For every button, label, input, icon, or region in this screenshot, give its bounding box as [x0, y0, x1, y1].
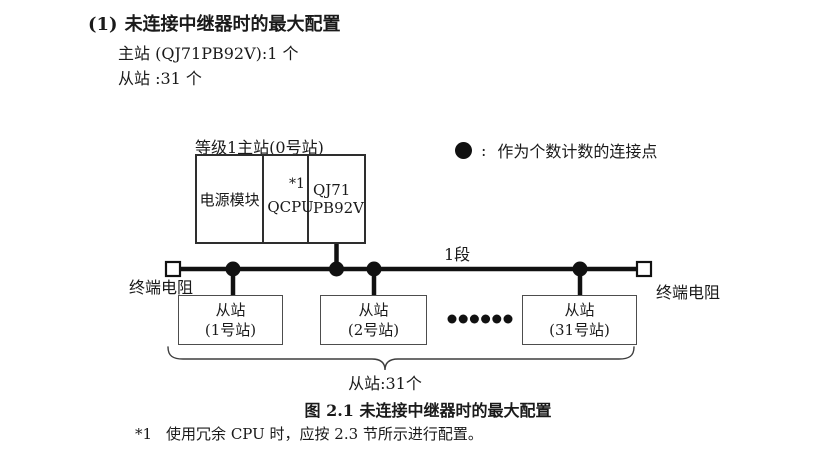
slave-total-label: 从站:31个: [348, 374, 422, 393]
power-module-cell: 电源模块: [197, 156, 265, 242]
heading-number: (1): [88, 14, 118, 35]
connection-point-icon: [455, 141, 472, 159]
network-module-line2: PB92V: [312, 199, 364, 217]
master-count-line: 主站 (QJ71PB92V):1 个: [118, 44, 299, 63]
slave31-line1: 从站: [564, 301, 595, 319]
connection-dot-slave1: [225, 261, 241, 277]
slave-station-box-1: 从站 (1号站): [178, 295, 283, 345]
cpu-module-label: QCPU: [267, 198, 314, 216]
cpu-module-cell: *1 QCPU: [264, 156, 314, 242]
master-station-box: 电源模块 *1 QCPU QJ71 PB92V: [195, 154, 366, 244]
slave-station-box-2: 从站 (2号站): [320, 295, 427, 345]
heading-title: 未连接中继器时的最大配置: [124, 14, 341, 35]
figure-caption: 图 2.1 未连接中继器时的最大配置: [304, 401, 552, 420]
ellipsis-dots-icon: [447, 314, 513, 324]
connection-dot-slave31: [572, 261, 588, 277]
slave1-line2: (1号站): [204, 321, 257, 339]
footnote-text: 使用冗余 CPU 时，应按 2.3 节所示进行配置。: [166, 425, 483, 443]
master-station-label: 等级1主站(0号站): [195, 138, 324, 157]
slave1-line1: 从站: [215, 301, 246, 319]
slave-station-box-31: 从站 (31号站): [522, 295, 637, 345]
legend: : 作为个数计数的连接点: [455, 138, 657, 162]
section-heading: (1) 未连接中继器时的最大配置: [88, 10, 341, 36]
terminator-right-label: 终端电阻: [656, 283, 721, 302]
legend-text: 作为个数计数的连接点: [497, 142, 658, 161]
terminator-left-square: [164, 260, 182, 278]
slave-count-line: 从站 :31 个: [118, 69, 202, 88]
slave2-line2: (2号站): [347, 321, 400, 339]
connection-dot-slave2: [366, 261, 382, 277]
connection-dot-master: [329, 261, 344, 277]
terminator-left-label: 终端电阻: [129, 278, 194, 297]
slave31-line2: (31号站): [549, 321, 610, 339]
network-module-cell: QJ71 PB92V: [309, 156, 364, 242]
legend-colon: :: [481, 140, 487, 160]
footnote-ref-marker: *1: [289, 176, 305, 192]
slave2-line1: 从站: [358, 301, 389, 319]
slave-group-brace: [167, 346, 635, 371]
segment-label: 1段: [444, 245, 471, 264]
terminator-right-square: [635, 260, 653, 278]
footnote: *1 使用冗余 CPU 时，应按 2.3 节所示进行配置。: [135, 423, 483, 444]
network-module-line1: QJ71: [312, 181, 351, 199]
footnote-marker: *1: [135, 425, 153, 443]
